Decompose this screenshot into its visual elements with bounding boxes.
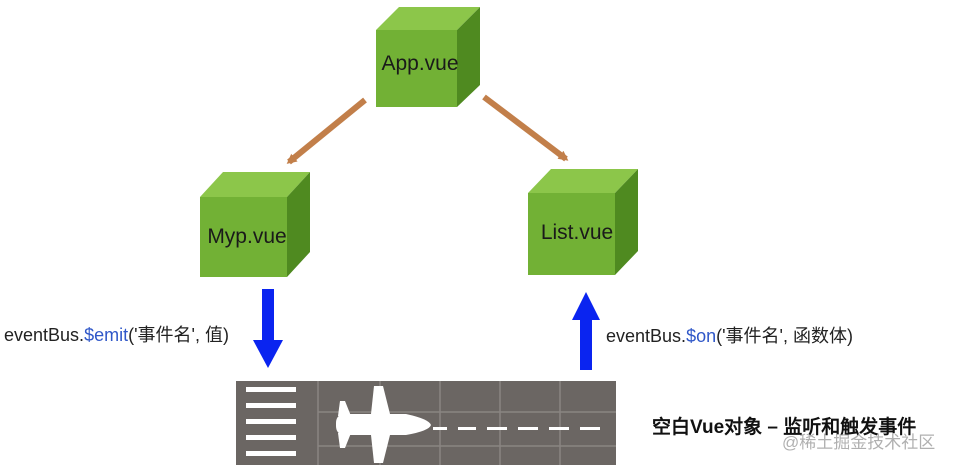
airplane-icon [336, 386, 431, 463]
emit-code-prefix: eventBus. [4, 325, 85, 345]
on-code-text: eventBus.$on('事件名', 函数体) [606, 322, 853, 348]
app-node: App.vue [376, 7, 480, 107]
cube-icon [376, 7, 480, 107]
diagram-caption: 空白Vue对象 – 监听和触发事件 [652, 417, 917, 438]
myp-node-label: Myp.vue [207, 225, 286, 248]
arrow-icon [286, 97, 367, 165]
emit-down-arrow-icon [253, 289, 283, 368]
emit-code-text: eventBus.$emit('事件名', 值) [4, 321, 229, 347]
on-up-arrow-icon [572, 292, 600, 370]
cube-icon [528, 169, 638, 275]
myp-node: Myp.vue [200, 172, 310, 277]
emit-code-args: ('事件名', 值) [128, 325, 229, 345]
list-node-label: List.vue [541, 221, 613, 244]
cube-icon [200, 172, 310, 277]
list-node: List.vue [528, 169, 638, 275]
arrow-icon [482, 94, 569, 162]
on-code-args: ('事件名', 函数体) [716, 326, 853, 346]
app-node-label: App.vue [381, 52, 458, 75]
on-code-prefix: eventBus. [606, 326, 687, 346]
emit-method: $emit [84, 325, 129, 345]
on-method: $on [686, 326, 717, 346]
watermark: @稀土掘金技术社区 [782, 433, 936, 452]
